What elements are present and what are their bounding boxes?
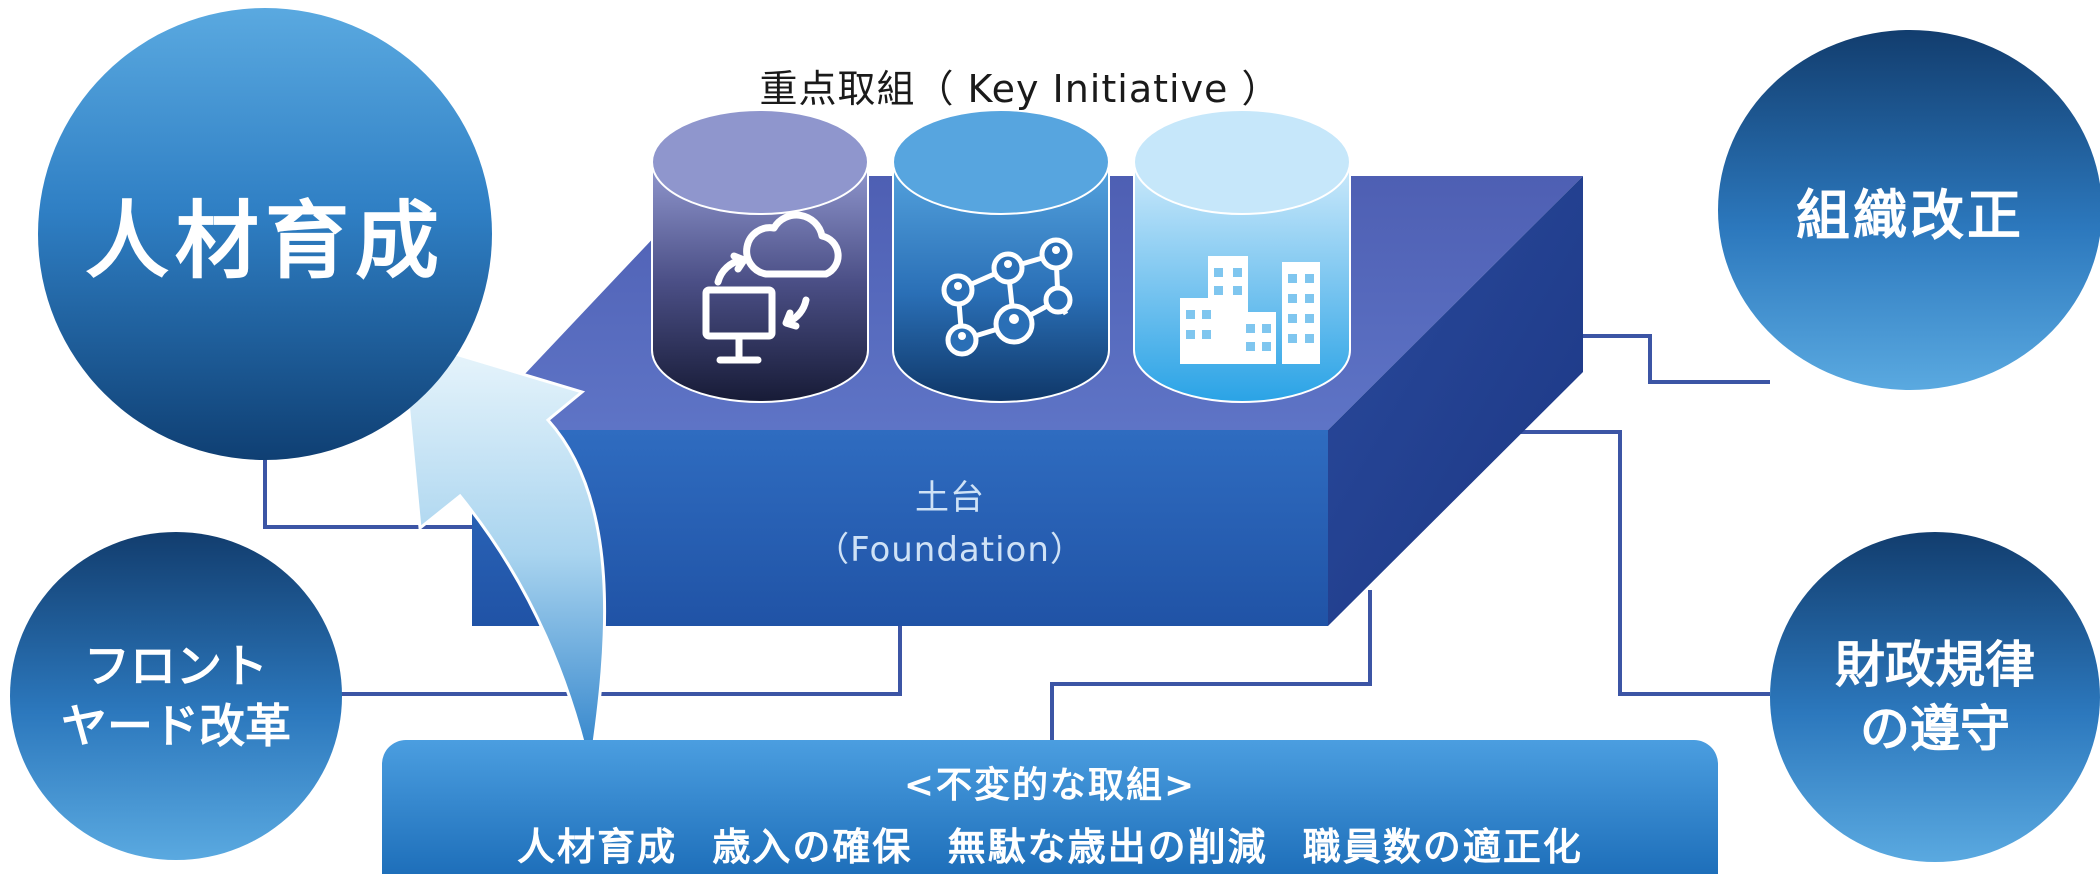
circle-label-line-2: の遵守 bbox=[1860, 700, 2010, 758]
circle-label-line-1: フロント bbox=[84, 639, 268, 693]
people-network-icon bbox=[941, 237, 1073, 357]
circle-front-yard-reform: フロント ヤード改革 bbox=[10, 532, 342, 860]
constant-initiatives-bar: <不変的な取組> 人材育成 歳入の確保 無駄な歳出の削減 職員数の適正化 bbox=[382, 740, 1718, 874]
foundation-label: 土台 bbox=[915, 478, 985, 518]
connector-right-mid bbox=[1470, 430, 1770, 696]
circle-organization-reform: 組織改正 bbox=[1718, 30, 2100, 390]
circle-label-line-1: 財政規律 bbox=[1835, 636, 2035, 694]
circle-fiscal-discipline: 財政規律 の遵守 bbox=[1770, 532, 2100, 862]
circle-label: 組織改正 bbox=[1796, 183, 2024, 247]
foundation-side-face bbox=[1328, 176, 1583, 626]
circle-human-resource-development: 人材育成 bbox=[38, 8, 492, 460]
bar-items: 人材育成 歳入の確保 無駄な歳出の削減 職員数の適正化 bbox=[517, 825, 1583, 869]
foundation-sub-label: （Foundation） bbox=[815, 530, 1085, 570]
key-initiative-heading: 重点取組（ Key Initiative ） bbox=[759, 67, 1281, 111]
circle-label-line-2: ヤード改革 bbox=[61, 699, 291, 753]
connector-bottom-center bbox=[1050, 590, 1372, 740]
connector-top-left bbox=[263, 455, 472, 529]
growth-arrow bbox=[400, 335, 607, 771]
connector-bottom-left bbox=[340, 625, 902, 696]
bar-title: <不変的な取組> bbox=[903, 765, 1197, 806]
cloud-sync-computer-icon bbox=[702, 211, 842, 364]
foundation-front-face bbox=[472, 430, 1328, 626]
buildings-icon bbox=[1180, 256, 1320, 364]
foundation-label-group: 土台 （Foundation） bbox=[760, 472, 1140, 576]
circle-label: 人材育成 bbox=[84, 191, 445, 290]
